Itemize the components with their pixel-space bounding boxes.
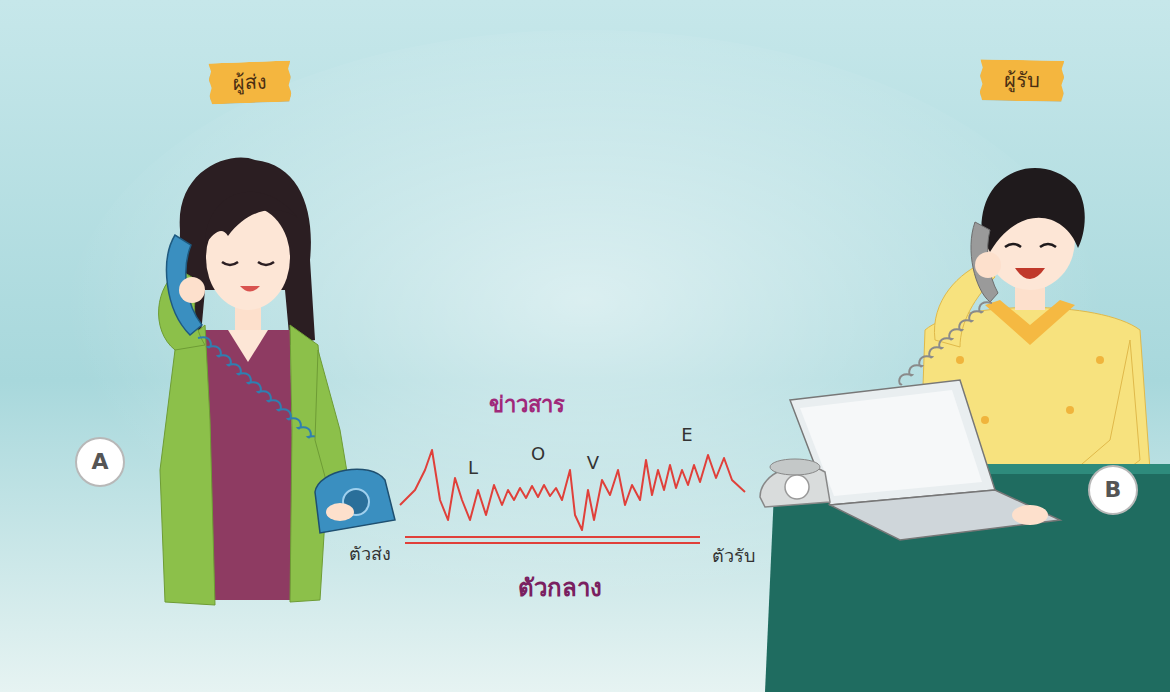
hand [326,503,354,521]
message-label: ข่าวสาร [489,391,565,419]
shirt-star [1096,356,1104,364]
node-text: B [1105,476,1122,504]
phone-cradle [770,459,820,475]
jacket [160,325,215,605]
shirt-star [1066,406,1074,414]
mouth [1015,268,1045,279]
hair [178,158,315,345]
role-tag: ผู้รับ [980,59,1065,101]
sender-figure [159,158,395,605]
shirt-star [981,416,989,424]
hand [1012,505,1048,525]
neckline [228,330,268,362]
phone-base [315,469,395,533]
mouth [240,286,260,292]
medium-label: ตัวกลาง [518,573,602,603]
eye [222,262,238,265]
message-letter: V [587,452,599,475]
top [205,330,295,600]
laptop-base [830,490,1060,540]
eye [1005,244,1021,247]
shirt-star [956,356,964,364]
role-tag: ผู้ส่ง [208,60,291,104]
medium-line [405,536,700,538]
transmitter-label: ตัวส่ง [349,543,391,566]
signal-wave [400,450,745,530]
point-marker: B [1088,465,1138,515]
medium-line [405,542,700,544]
node-text: ผู้รับ [1004,67,1040,93]
phone-cord [899,302,992,384]
eye [1040,244,1056,247]
eye [258,262,274,265]
hand [179,277,205,303]
hand [975,252,1001,278]
message-letter: L [468,457,478,480]
point-marker: A [75,437,125,487]
node-text: ผู้ส่ง [233,69,268,95]
message-letter: O [531,443,545,466]
collar [985,300,1075,345]
message-letter: E [681,424,692,447]
hair [981,168,1084,252]
node-text: A [91,448,108,476]
phone-dial [785,475,809,499]
laptop-screen-face [800,390,982,496]
receiver-label: ตัวรับ [712,545,755,568]
bangs [205,192,298,245]
